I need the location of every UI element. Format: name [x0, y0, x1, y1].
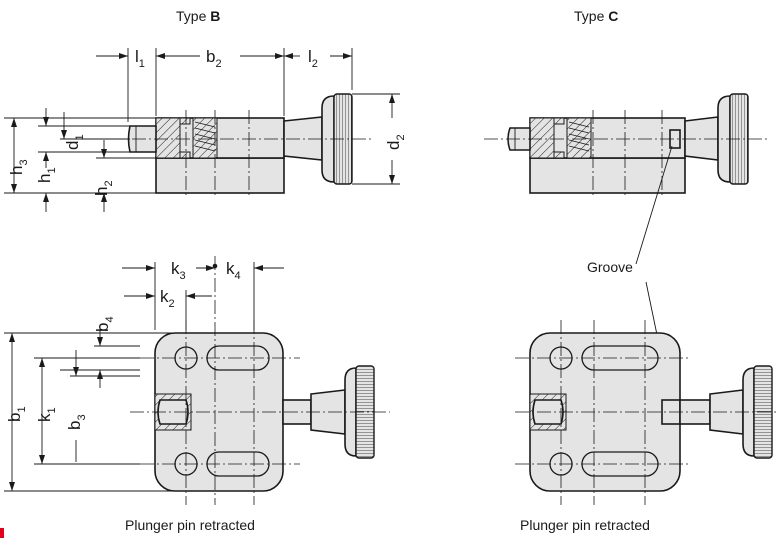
type-c-side-view	[484, 93, 770, 198]
dim-k2: k2	[160, 287, 175, 310]
dim-b1: b1	[5, 406, 28, 422]
dim-d1: d1	[63, 134, 86, 150]
k-dimensions	[122, 262, 284, 330]
caption-left: Plunger pin retracted	[125, 517, 255, 533]
dim-h3: h3	[7, 159, 30, 175]
type-b-side-view	[110, 93, 372, 198]
type-c-top-view	[515, 320, 776, 505]
dim-k3: k3	[171, 259, 186, 282]
type-c-title: Type C	[574, 8, 618, 24]
dim-b2: b2	[206, 47, 222, 70]
accent-mark	[0, 528, 4, 538]
groove-label: Groove	[587, 259, 633, 275]
left-height-dimensions	[4, 108, 156, 212]
dim-b4: b4	[93, 316, 116, 332]
dim-h1: h1	[35, 167, 58, 183]
dim-l1: l1	[135, 47, 145, 70]
dim-d2: d2	[384, 134, 407, 150]
caption-right: Plunger pin retracted	[520, 517, 650, 533]
thread-lines	[568, 121, 590, 152]
thread-lines	[194, 121, 216, 152]
top-dimension-chain	[96, 48, 353, 122]
dim-k4: k4	[226, 259, 241, 282]
type-b-top-view	[130, 256, 390, 505]
dim-b3: b3	[65, 414, 88, 430]
dim-h2: h2	[92, 180, 115, 196]
dim-k1: k1	[35, 407, 58, 422]
dim-l2: l2	[308, 47, 318, 70]
type-b-title: Type B	[176, 8, 220, 24]
b-dimensions	[4, 326, 175, 492]
d2-dimension	[352, 93, 400, 185]
